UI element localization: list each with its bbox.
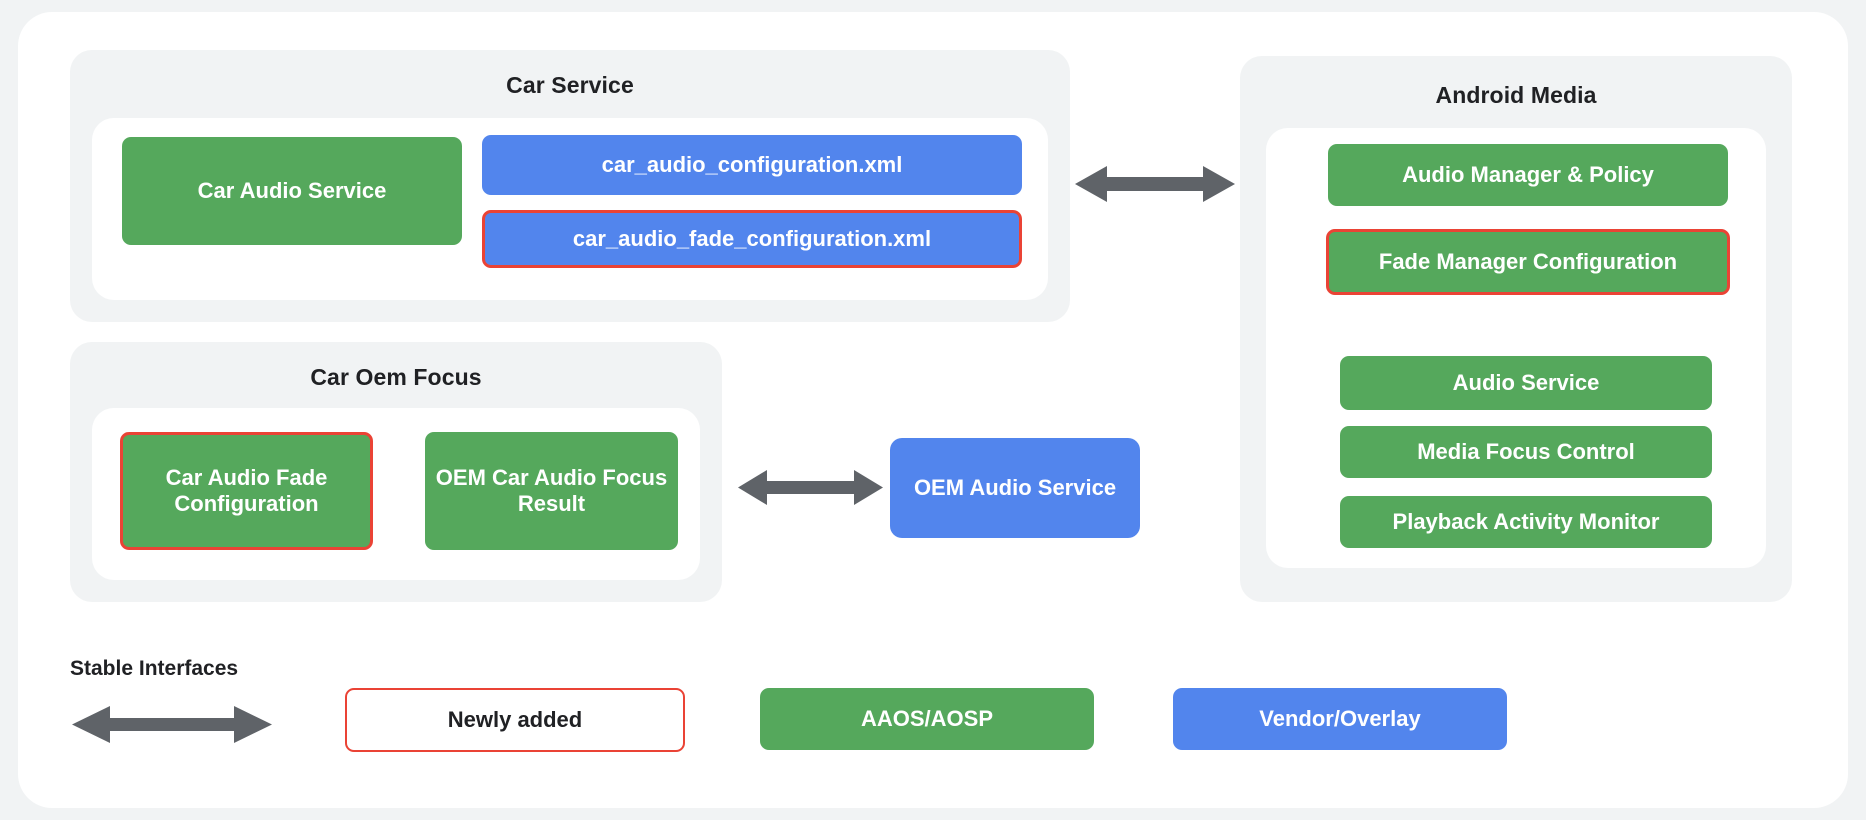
node-audio-service[interactable]: Audio Service bbox=[1340, 356, 1712, 410]
group-car-oem-focus: Car Oem Focus Car Audio Fade Configurati… bbox=[70, 342, 722, 602]
legend-aaos-aosp: AAOS/AOSP bbox=[760, 688, 1094, 750]
node-car-audio-configuration-xml[interactable]: car_audio_configuration.xml bbox=[482, 135, 1022, 195]
legend-vendor-overlay: Vendor/Overlay bbox=[1173, 688, 1507, 750]
node-playback-activity-monitor[interactable]: Playback Activity Monitor bbox=[1340, 496, 1712, 548]
legend-stable-interfaces-label: Stable Interfaces bbox=[70, 657, 239, 680]
node-audio-manager-and-policy[interactable]: Audio Manager & Policy bbox=[1328, 144, 1728, 206]
group-car-oem-focus-title: Car Oem Focus bbox=[310, 364, 482, 390]
group-car-service-title: Car Service bbox=[506, 72, 634, 98]
group-android-media-title: Android Media bbox=[1435, 82, 1597, 108]
arrow-legend-stable-interface bbox=[72, 706, 272, 743]
node-fade-manager-configuration[interactable]: Fade Manager Configuration bbox=[1326, 229, 1730, 295]
node-car-audio-fade-configuration[interactable]: Car Audio Fade Configuration bbox=[120, 432, 373, 550]
node-oem-audio-service[interactable]: OEM Audio Service bbox=[890, 438, 1140, 538]
group-android-media: Android Media Audio Manager & Policy Fad… bbox=[1240, 56, 1792, 602]
group-car-service: Car Service Car Audio Service car_audio_… bbox=[70, 50, 1070, 322]
arrow-car-oem-focus-to-oem-audio-service bbox=[738, 470, 883, 505]
legend-newly-added: Newly added bbox=[345, 688, 685, 752]
arrow-car-service-to-android-media bbox=[1075, 166, 1235, 202]
node-oem-car-audio-focus-result[interactable]: OEM Car Audio Focus Result bbox=[425, 432, 678, 550]
node-car-audio-fade-configuration-xml[interactable]: car_audio_fade_configuration.xml bbox=[482, 210, 1022, 268]
node-media-focus-control[interactable]: Media Focus Control bbox=[1340, 426, 1712, 478]
node-car-audio-service[interactable]: Car Audio Service bbox=[122, 137, 462, 245]
